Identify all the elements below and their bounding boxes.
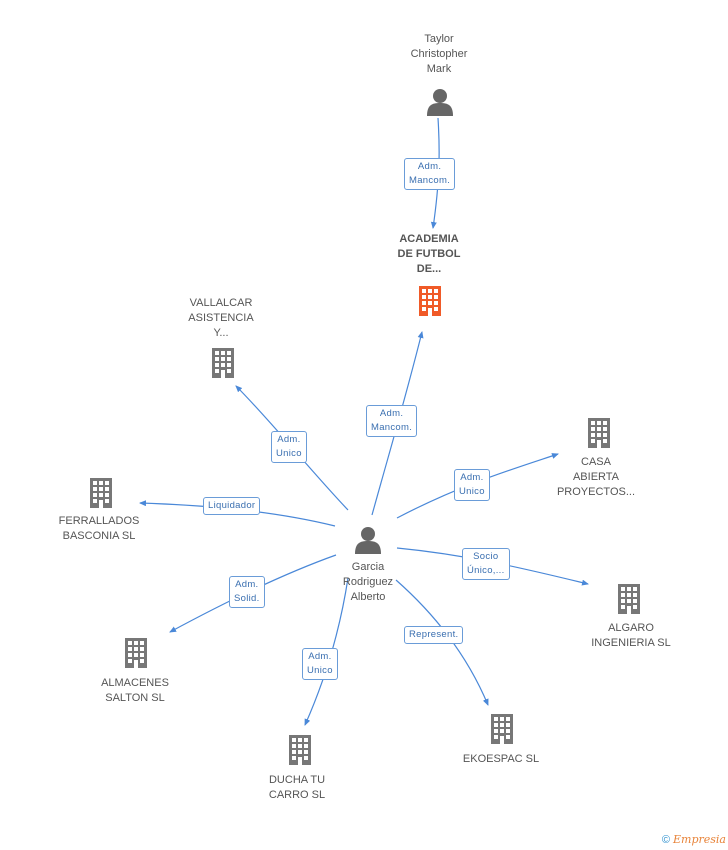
building-icon[interactable] xyxy=(419,286,441,316)
edge-label-liquidador: Liquidador xyxy=(203,497,261,515)
edge-label-adm-mancom: Adm. Mancom. xyxy=(366,405,418,437)
node-label-ferrallados[interactable]: FERRALLADOS BASCONIA SL xyxy=(58,515,140,542)
node-label-vallalcar[interactable]: VALLALCAR ASISTENCIA Y... xyxy=(188,297,254,339)
edge-label-socio-unico: Socio Único,... xyxy=(462,548,510,580)
person-icon[interactable] xyxy=(355,527,381,554)
footer-brand[interactable]: © Empresia xyxy=(662,833,726,846)
building-icon[interactable] xyxy=(125,638,147,668)
person-icon[interactable] xyxy=(427,89,453,116)
brand-logo: Empresia xyxy=(673,833,726,846)
copyright-icon: © xyxy=(661,834,670,846)
node-label-ekoespac[interactable]: EKOESPAC SL xyxy=(462,753,540,765)
edge-label-adm-mancom: Adm. Mancom. xyxy=(404,158,456,190)
building-icon[interactable] xyxy=(212,348,234,378)
node-label-ducha[interactable]: DUCHA TU CARRO SL xyxy=(268,774,326,801)
edge-label-adm-solid: Adm. Solid. xyxy=(229,576,265,608)
node-label-algaro[interactable]: ALGARO INGENIERIA SL xyxy=(591,622,671,649)
building-icon[interactable] xyxy=(289,735,311,765)
building-icon[interactable] xyxy=(588,418,610,448)
node-label-casa[interactable]: CASA ABIERTA PROYECTOS... xyxy=(556,456,636,498)
building-icon[interactable] xyxy=(491,714,513,744)
building-icon[interactable] xyxy=(90,478,112,508)
node-label-academia[interactable]: ACADEMIA DE FUTBOL DE... xyxy=(397,233,461,275)
node-label-almacenes[interactable]: ALMACENES SALTON SL xyxy=(101,677,169,704)
edge-label-adm-unico: Adm. Unico xyxy=(302,648,338,680)
node-label-taylor[interactable]: Taylor Christopher Mark xyxy=(410,33,468,75)
edge-label-adm-unico: Adm. Unico xyxy=(454,469,490,501)
node-label-garcia[interactable]: Garcia Rodriguez Alberto xyxy=(342,561,394,603)
edge-label-represent: Represent. xyxy=(404,626,464,644)
edge-label-adm-unico: Adm. Unico xyxy=(271,431,307,463)
building-icon[interactable] xyxy=(618,584,640,614)
